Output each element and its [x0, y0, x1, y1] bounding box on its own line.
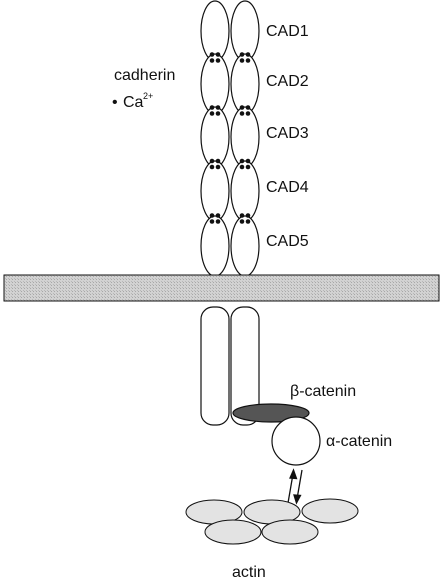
cadherin-domain-left-1	[200, 0, 230, 62]
cytoplasmic-tail-left	[200, 306, 230, 426]
calcium-ion-dot	[215, 219, 221, 224]
calcium-ion-dot	[215, 52, 221, 57]
calcium-ion-dot	[215, 164, 221, 170]
beta-catenin-label: β-catenin	[290, 383, 356, 400]
arrow-up-head	[289, 468, 298, 480]
cadherin-domains-left	[200, 0, 230, 277]
cadherin-domain-left-3	[200, 106, 230, 168]
domain-label-cad1: CAD1	[266, 23, 309, 40]
calcium-ion-dot	[239, 52, 245, 57]
calcium-ion-dot	[245, 58, 251, 63]
domain-label-cad2: CAD2	[266, 73, 309, 90]
domain-label-cad4: CAD4	[266, 179, 309, 196]
calcium-ion-dot	[209, 52, 215, 57]
calcium-ion-dot	[239, 105, 245, 110]
calcium-ion-dot	[215, 105, 221, 110]
alpha-catenin-shape	[271, 416, 321, 466]
cadherin-domain-left-4	[200, 160, 230, 222]
calcium-binding-sites	[209, 52, 251, 224]
cadherin-label: cadherin	[114, 67, 175, 84]
cadherin-domain-right-4	[230, 160, 260, 222]
cadherin-domain-left-5	[200, 215, 230, 277]
calcium-ion-dot	[209, 219, 215, 224]
calcium-label: Ca	[123, 94, 144, 111]
domain-label-cad5: CAD5	[266, 233, 309, 250]
calcium-ion-dot	[245, 158, 251, 164]
alpha-catenin-label: α-catenin	[326, 433, 392, 450]
cadherin-domains-right	[230, 0, 260, 277]
calcium-bullet: •	[112, 94, 118, 111]
calcium-ion-dot	[215, 58, 221, 63]
calcium-ion-dot	[209, 58, 215, 63]
cadherin-domain-right-3	[230, 106, 260, 168]
calcium-ion-dot	[245, 52, 251, 57]
actin-monomer-3	[301, 498, 359, 524]
calcium-ion-dot	[239, 219, 245, 224]
cadherin-domain-left-2	[200, 53, 230, 115]
calcium-ion-dot	[245, 105, 251, 110]
cytoplasmic-tail-right	[230, 306, 260, 426]
calcium-ion-dot	[209, 105, 215, 110]
calcium-ion-dot	[209, 111, 215, 116]
equilibrium-arrows	[287, 468, 303, 505]
plasma-membrane	[3, 274, 440, 302]
calcium-ion-dot	[215, 111, 221, 116]
calcium-charge: 2+	[143, 91, 153, 101]
calcium-ion-dot	[209, 213, 215, 218]
calcium-ion-dot	[245, 213, 251, 218]
calcium-ion-dot	[239, 58, 245, 63]
calcium-ion-dot	[245, 111, 251, 116]
arrow-up-line	[287, 473, 294, 504]
calcium-ion-dot	[215, 158, 221, 164]
arrow-down-line	[296, 469, 303, 500]
actin-monomer-5	[261, 519, 319, 545]
cadherin-domain-right-1	[230, 0, 260, 62]
cadherin-domain-right-2	[230, 53, 260, 115]
arrow-down-head	[293, 494, 302, 505]
calcium-ion-dot	[209, 158, 215, 164]
actin-label: actin	[232, 564, 266, 579]
actin-filaments	[185, 498, 359, 545]
domain-label-cad3: CAD3	[266, 125, 309, 142]
calcium-ion-dot	[215, 213, 221, 218]
calcium-ion-dot	[239, 164, 245, 170]
calcium-ion-dot	[239, 111, 245, 116]
calcium-ion-dot	[209, 164, 215, 170]
cadherin-domain-right-5	[230, 215, 260, 277]
calcium-ion-dot	[239, 158, 245, 164]
actin-monomer-4	[204, 519, 262, 545]
calcium-ion-dot	[245, 164, 251, 170]
calcium-ion-dot	[245, 219, 251, 224]
calcium-ion-dot	[239, 213, 245, 218]
